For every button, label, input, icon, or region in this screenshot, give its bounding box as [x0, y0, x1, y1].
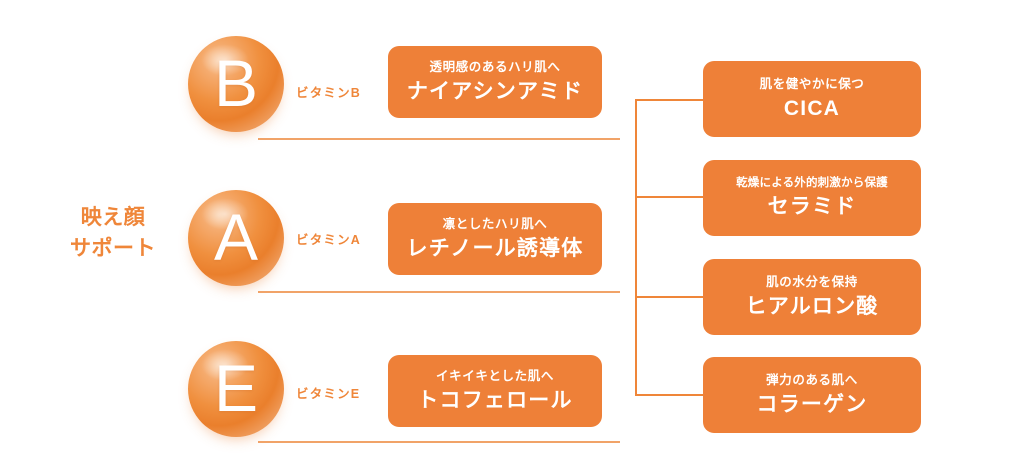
- ingredient-benefit-collagen: 弾力のある肌へ: [766, 372, 858, 387]
- row-underline-b: [258, 138, 620, 140]
- diagram-heading: 映え顔 サポート: [38, 202, 188, 264]
- connector-branch-1: [635, 99, 707, 101]
- vitamin-sphere-letter-a: A: [213, 199, 259, 274]
- ingredient-benefit-hyaluronic-acid: 肌の水分を保持: [766, 274, 858, 289]
- ingredient-benefit-niacinamide: 透明感のあるハリ肌へ: [429, 59, 561, 74]
- vitamin-label-b: ビタミンB: [296, 86, 362, 100]
- heading-line-1: 映え顔: [80, 206, 146, 229]
- connector-branch-4: [635, 394, 707, 396]
- ingredient-box-collagen[interactable]: 弾力のある肌へ コラーゲン: [703, 357, 921, 433]
- vitamin-label-e: ビタミンE: [296, 387, 361, 401]
- vitamin-sphere-a: A: [188, 190, 284, 286]
- ingredient-box-retinol[interactable]: 凛としたハリ肌へ レチノール誘導体: [388, 203, 602, 275]
- ingredient-name-tocopherol: トコフェロール: [417, 388, 573, 412]
- vitamin-sphere-letter-e: E: [213, 350, 259, 425]
- ingredient-box-ceramide[interactable]: 乾燥による外的刺激から保護 セラミド: [703, 160, 921, 236]
- ingredient-name-hyaluronic-acid: ヒアルロン酸: [745, 294, 879, 318]
- ingredient-box-cica[interactable]: 肌を健やかに保つ CICA: [703, 61, 921, 137]
- connector-branch-2: [635, 196, 707, 198]
- ingredient-benefit-tocopherol: イキイキとした肌へ: [436, 368, 554, 383]
- ingredient-name-retinol: レチノール誘導体: [406, 236, 584, 260]
- vitamin-sphere-letter-b: B: [213, 45, 259, 120]
- row-underline-e: [258, 441, 620, 443]
- ingredient-name-ceramide: セラミド: [767, 195, 857, 219]
- heading-line-2: サポート: [70, 237, 156, 260]
- ingredient-box-niacinamide[interactable]: 透明感のあるハリ肌へ ナイアシンアミド: [388, 46, 602, 118]
- connector-branch-3: [635, 296, 707, 298]
- ingredient-benefit-retinol: 凛としたハリ肌へ: [442, 216, 548, 231]
- ingredient-name-niacinamide: ナイアシンアミド: [406, 79, 584, 103]
- ingredient-box-tocopherol[interactable]: イキイキとした肌へ トコフェロール: [388, 355, 602, 427]
- ingredient-name-collagen: コラーゲン: [756, 392, 868, 416]
- ingredient-benefit-ceramide: 乾燥による外的刺激から保護: [736, 176, 888, 189]
- connector-trunk: [635, 99, 637, 396]
- vitamin-sphere-e: E: [188, 341, 284, 437]
- vitamin-label-a: ビタミンA: [296, 233, 362, 247]
- ingredient-benefit-cica: 肌を健やかに保つ: [759, 76, 865, 91]
- ingredient-box-hyaluronic-acid[interactable]: 肌の水分を保持 ヒアルロン酸: [703, 259, 921, 335]
- row-underline-a: [258, 291, 620, 293]
- ingredient-name-cica: CICA: [783, 96, 841, 120]
- vitamin-sphere-b: B: [188, 36, 284, 132]
